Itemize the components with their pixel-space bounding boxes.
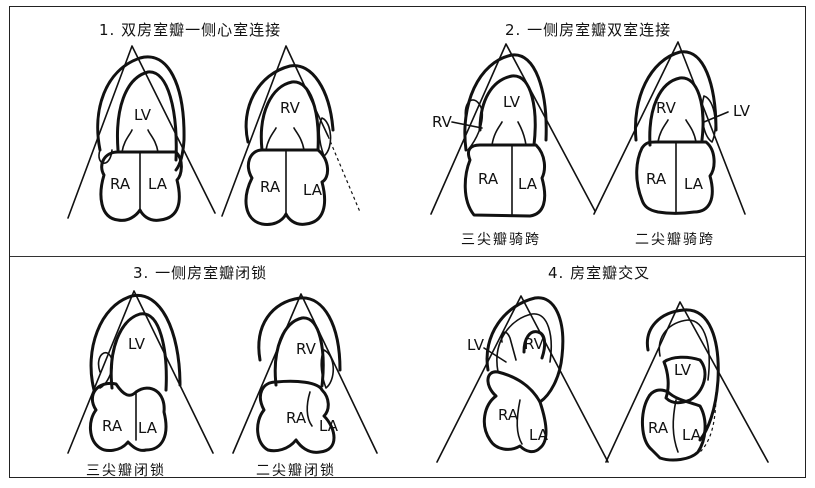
- p4-left-heart: LV RV RA LA: [436, 295, 609, 463]
- p2-left-lv-label: LV: [503, 93, 521, 111]
- p1-left-la-label: LA: [148, 175, 168, 193]
- p1-right-heart: RV RA LA: [221, 45, 361, 226]
- p1-right-rv-label: RV: [280, 99, 301, 117]
- p3-left-ra-label: RA: [102, 417, 123, 435]
- p4-right-ra-label: RA: [648, 419, 669, 437]
- figure-frame: [9, 6, 806, 478]
- p1-right-la-label: LA: [303, 181, 323, 199]
- p1-left-ra-label: RA: [110, 175, 131, 193]
- tricuspid-atresia-caption: 三尖瓣闭锁: [86, 463, 166, 479]
- p1-left-heart: LV RA LA: [67, 45, 216, 222]
- p3-left-lv-label: LV: [128, 335, 146, 353]
- p2-left-rv-label: RV: [432, 113, 453, 131]
- p3-right-ra-label: RA: [286, 409, 307, 427]
- p2-right-lv-label: LV: [733, 102, 751, 120]
- p3-left-la-label: LA: [138, 419, 158, 437]
- p3-left-heart: LV RA LA: [67, 290, 214, 454]
- mitral-atresia-caption: 二尖瓣闭锁: [256, 463, 336, 479]
- p4-right-la-label: LA: [682, 426, 702, 444]
- p4-left-rv-label: RV: [524, 335, 545, 353]
- p4-left-ra-label: RA: [498, 406, 519, 424]
- panel-2-title: 2. 一侧房室瓣双室连接: [505, 21, 672, 39]
- panel-3-title: 3. 一侧房室瓣闭锁: [133, 264, 268, 282]
- p2-left-ra-label: RA: [478, 170, 499, 188]
- p4-right-lv-label: LV: [674, 361, 692, 379]
- p3-right-rv-label: RV: [296, 340, 317, 358]
- tricuspid-straddling-caption: 三尖瓣骑跨: [461, 232, 541, 248]
- panel-1-title: 1. 双房室瓣一侧心室连接: [99, 21, 282, 39]
- p1-right-ra-label: RA: [260, 178, 281, 196]
- p2-right-la-label: LA: [684, 175, 704, 193]
- panel-4-title: 4. 房室瓣交叉: [548, 264, 651, 282]
- mitral-straddling-caption: 二尖瓣骑跨: [635, 232, 715, 248]
- panel-divider: [10, 256, 805, 257]
- p4-left-lv-label: LV: [467, 336, 485, 354]
- p2-right-rv-label: RV: [656, 99, 677, 117]
- p2-left-la-label: LA: [518, 175, 538, 193]
- p3-right-la-label: LA: [319, 417, 339, 435]
- p2-right-ra-label: RA: [646, 170, 667, 188]
- p2-left-heart: RV LV RA LA: [430, 43, 596, 218]
- p2-right-heart: RV LV RA LA: [593, 41, 751, 215]
- p3-right-heart: RV RA LA: [232, 293, 378, 454]
- p1-left-lv-label: LV: [134, 106, 152, 124]
- p4-right-heart: LV RA LA: [605, 301, 769, 463]
- p4-left-la-label: LA: [529, 426, 549, 444]
